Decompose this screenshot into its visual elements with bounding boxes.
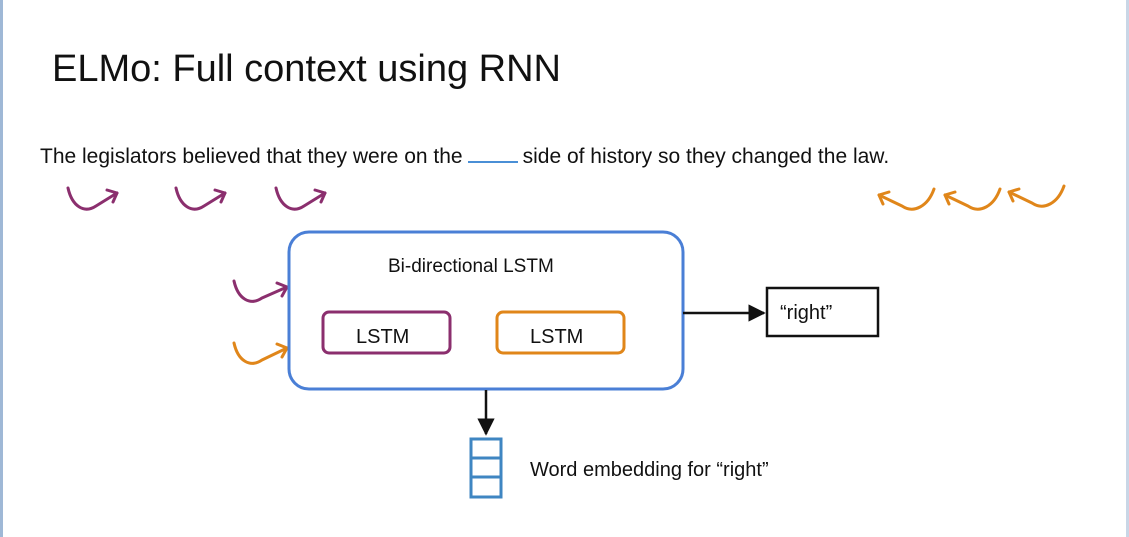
sentence-before-blank: The legislators believed that they were … [40, 145, 463, 168]
output-label: “right” [780, 302, 833, 324]
context-sentence: The legislators believed that they were … [40, 143, 889, 169]
output-box [765, 286, 880, 338]
backward-context-arrows [232, 184, 1066, 365]
forward-arrow-2 [174, 186, 227, 211]
forward-arrow-3 [274, 186, 327, 211]
forward-context-arrows [66, 186, 327, 303]
backward-lstm-box [495, 310, 626, 355]
left-edge-bar [0, 0, 3, 537]
bilstm-title: Bi-directional LSTM [388, 256, 554, 277]
embedding-vector-icon [469, 437, 503, 499]
backward-input-arrow [232, 341, 289, 365]
embedding-label: Word embedding for “right” [530, 459, 769, 481]
bilstm-container [287, 230, 685, 391]
backward-arrow-3 [1007, 184, 1066, 208]
backward-lstm-label: LSTM [530, 326, 584, 348]
forward-arrow-1 [66, 186, 119, 211]
sentence-after-blank: side of history so they changed the law. [522, 145, 890, 168]
sentence-blank [467, 143, 518, 163]
forward-lstm-label: LSTM [356, 326, 410, 348]
slide-title: ELMo: Full context using RNN [52, 48, 561, 90]
forward-lstm-box [321, 310, 452, 355]
backward-arrow-2 [943, 187, 1002, 211]
forward-input-arrow [232, 279, 289, 303]
right-edge-bar [1126, 0, 1129, 537]
backward-arrow-1 [877, 187, 936, 211]
